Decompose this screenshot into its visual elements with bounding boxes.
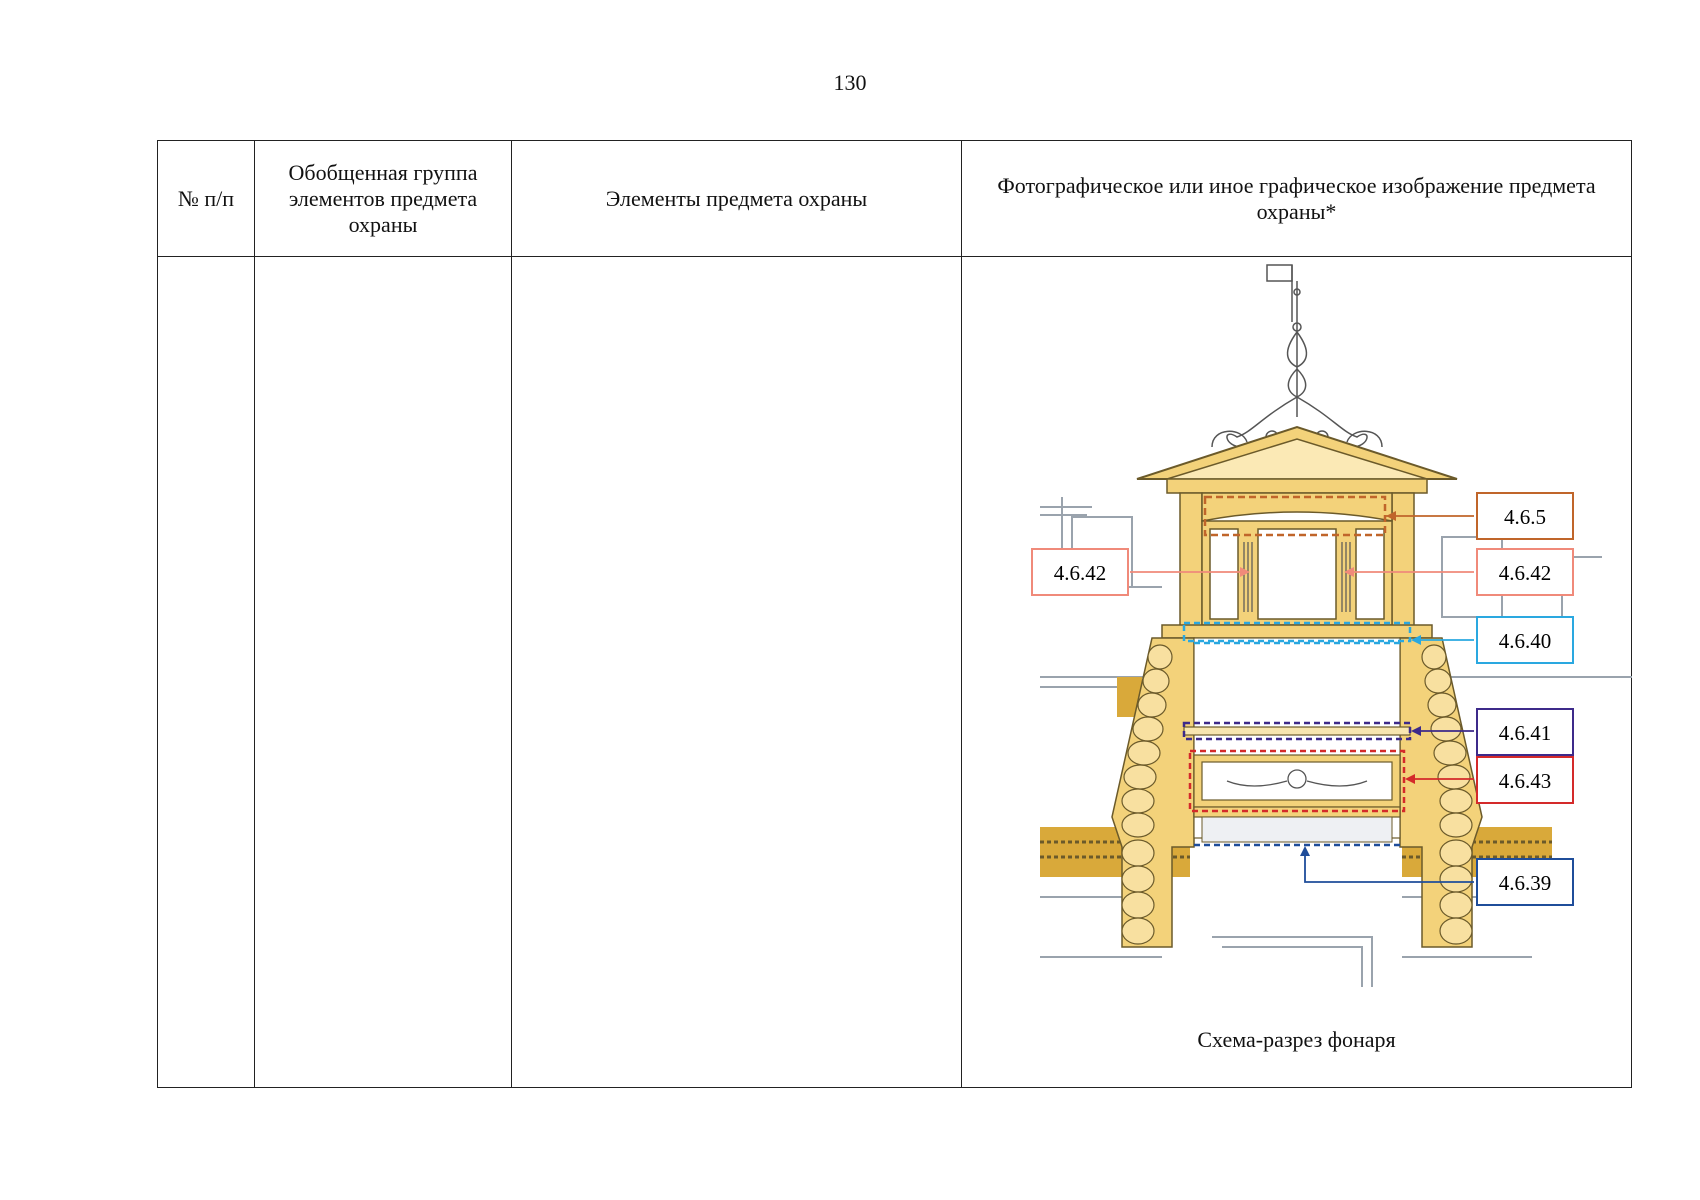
table-header-row: № п/п Обобщенная группа элементов предме… xyxy=(157,140,1632,257)
header-number: № п/п xyxy=(157,140,255,257)
svg-text:4.6.43: 4.6.43 xyxy=(1499,769,1552,793)
callout-4-6-39: 4.6.39 xyxy=(1476,858,1574,906)
svg-text:4.6.39: 4.6.39 xyxy=(1499,871,1552,895)
callout-4-6-5: 4.6.5 xyxy=(1476,492,1574,540)
cell-elements xyxy=(511,256,962,1088)
callout-4-6-42-right: 4.6.42 xyxy=(1476,548,1574,596)
header-elements: Элементы предмета охраны xyxy=(511,140,962,257)
callout-4-6-41: 4.6.41 xyxy=(1476,708,1574,756)
cell-group xyxy=(254,256,512,1088)
lantern-lower xyxy=(1111,637,1483,948)
svg-text:4.6.42: 4.6.42 xyxy=(1499,561,1552,585)
outline-4-6-5 xyxy=(1203,495,1387,537)
protection-table: № п/п Обобщенная группа элементов предме… xyxy=(157,140,1632,1088)
cell-image: 4.6.5 4.6.42 4.6.42 4.6.40 xyxy=(961,256,1632,1088)
header-group: Обобщенная группа элементов предмета охр… xyxy=(254,140,512,257)
table-row: 4.6.5 4.6.42 4.6.42 4.6.40 xyxy=(157,256,1632,1088)
header-image: Фотографическое или иное графическое изо… xyxy=(961,140,1632,257)
figure-caption: Схема-разрез фонаря xyxy=(1197,1027,1396,1052)
svg-text:4.6.41: 4.6.41 xyxy=(1499,721,1552,745)
log-ends-right xyxy=(1421,644,1473,945)
outline-4-6-41 xyxy=(1182,721,1412,741)
svg-text:4.6.5: 4.6.5 xyxy=(1504,505,1546,529)
lantern-upper xyxy=(1161,492,1433,639)
callout-4-6-40: 4.6.40 xyxy=(1476,616,1574,664)
callout-4-6-42-left: 4.6.42 xyxy=(1031,548,1129,596)
cell-number xyxy=(157,256,255,1088)
callout-leaders xyxy=(1130,511,1474,883)
svg-text:4.6.40: 4.6.40 xyxy=(1499,629,1552,653)
finial xyxy=(1211,264,1383,448)
log-ends-left xyxy=(1121,644,1173,945)
outline-4-6-40 xyxy=(1182,621,1412,643)
lantern-section-drawing: 4.6.5 4.6.42 4.6.42 4.6.40 xyxy=(1031,264,1632,987)
svg-text:4.6.42: 4.6.42 xyxy=(1054,561,1107,585)
callout-4-6-43: 4.6.43 xyxy=(1476,756,1574,804)
outline-4-6-43 xyxy=(1188,749,1406,813)
lantern-roof xyxy=(1136,425,1458,494)
page-number: 130 xyxy=(833,70,867,95)
